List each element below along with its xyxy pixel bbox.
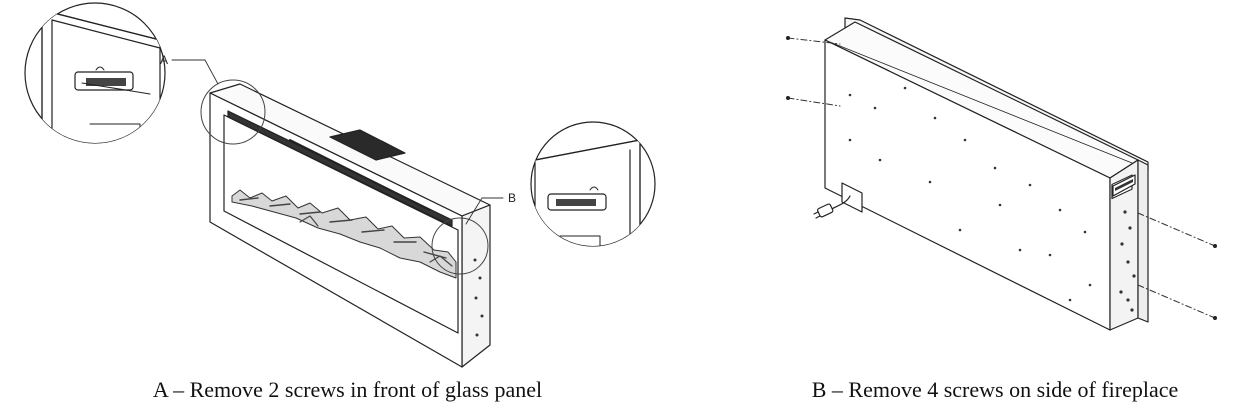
fireplace-rear-view <box>786 17 1217 331</box>
caption-remove-front-screws: A – Remove 2 screws in front of glass pa… <box>152 377 543 402</box>
fireplace-front-view: A B <box>160 53 516 368</box>
detail-b-zoom <box>530 121 656 247</box>
installation-figure: A B <box>24 2 1217 368</box>
caption-remove-side-screws: B – Remove 4 screws on side of fireplace <box>811 377 1179 402</box>
detail-a-zoom <box>24 2 166 144</box>
callout-b-label: B <box>508 191 516 205</box>
